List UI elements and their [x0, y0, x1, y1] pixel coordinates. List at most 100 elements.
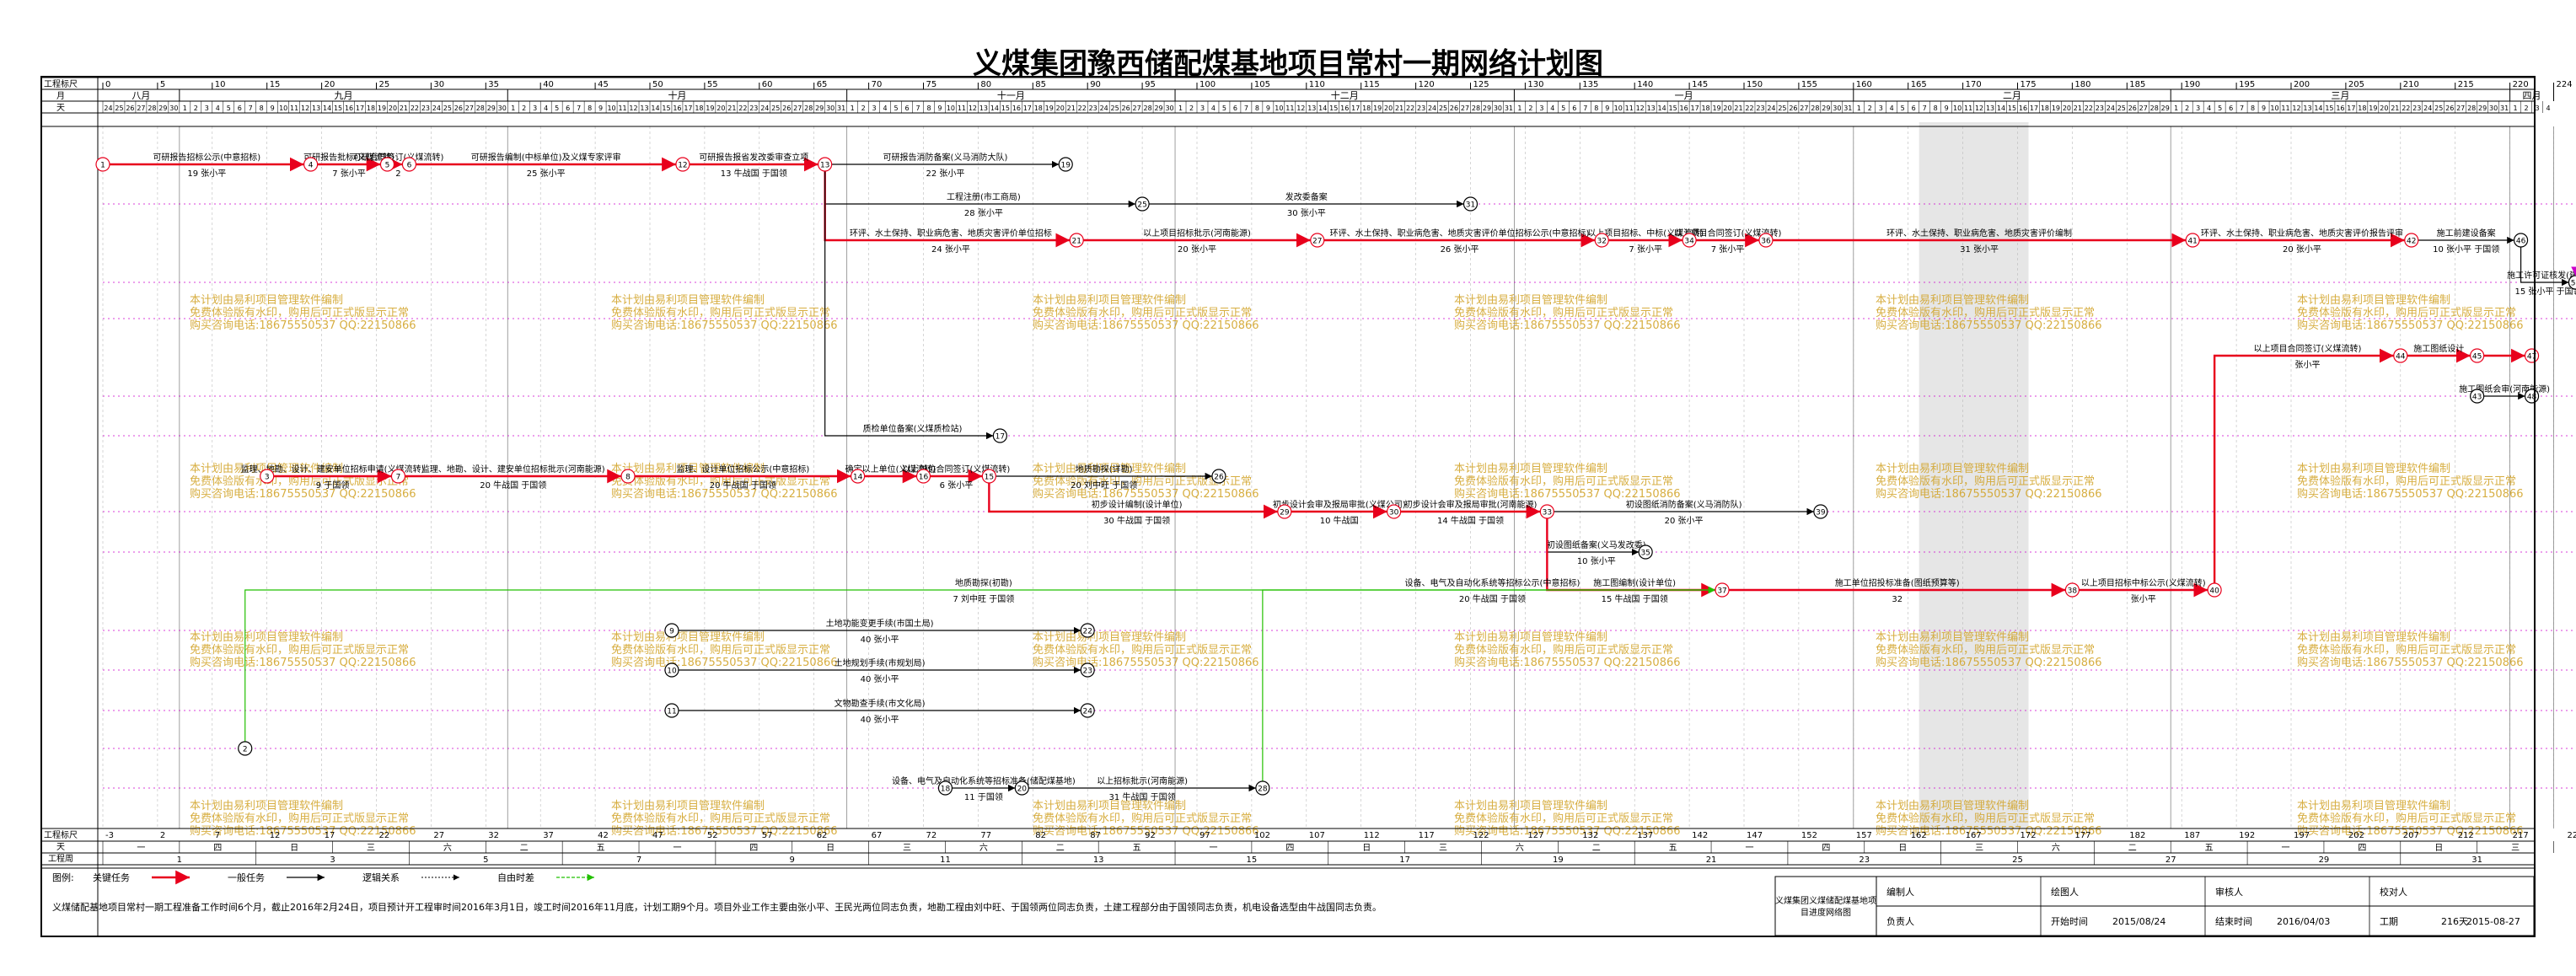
watermark-text: 购买咨询电话:18675550537 QQ:22150866	[1876, 319, 2102, 332]
day-number: 6	[904, 105, 909, 112]
event-node-number: 44	[2396, 353, 2406, 362]
day-number: 19	[706, 105, 714, 112]
footer-scale-tick: 177	[2074, 831, 2090, 840]
activity-duration: 40 张小平	[861, 635, 899, 645]
event-node	[1758, 233, 1774, 248]
day-number: 1	[2514, 105, 2518, 112]
watermark-text: 购买咨询电话:18675550537 QQ:22150866	[611, 487, 838, 501]
event-node-number: 33	[1543, 509, 1552, 517]
event-node	[1638, 544, 1653, 560]
day-number: 12	[1636, 105, 1645, 112]
day-number: 14	[1997, 105, 2005, 112]
event-node	[1310, 233, 1325, 248]
footer-scale-tick: 27	[433, 831, 444, 840]
legend-label-logic: 逻辑关系	[362, 871, 400, 883]
day-number: 27	[2139, 105, 2148, 112]
month-label: 月	[56, 91, 65, 101]
watermark-text: 购买咨询电话:18675550537 QQ:22150866	[611, 824, 838, 838]
month-label: 四月	[2523, 90, 2541, 101]
activity-arrow	[1262, 586, 1716, 781]
day-number: 10	[279, 105, 287, 112]
footer-scale-tick: 17	[325, 831, 335, 840]
activity-duration: 19 张小平	[187, 169, 226, 179]
day-number: 14	[651, 105, 659, 112]
day-number: 17	[356, 105, 364, 112]
event-node-number: 41	[2187, 238, 2197, 246]
activity-duration: 20 牛战国 于国领	[710, 480, 776, 491]
week-number: 3	[330, 855, 335, 865]
watermark-text: 购买咨询电话:18675550537 QQ:22150866	[1454, 824, 1681, 838]
day-number: 5	[1901, 105, 1905, 112]
activity-duration: 15 张小平 于国领	[2514, 286, 2576, 297]
day-number: 6	[1912, 105, 1916, 112]
weekday-label: 四	[1285, 844, 1294, 853]
day-number: 17	[1351, 105, 1360, 112]
day-number: 1	[183, 105, 187, 112]
day-number: 3	[1879, 105, 1883, 112]
weekday-label: 二	[1056, 844, 1065, 853]
weekday-label: 四	[749, 844, 758, 853]
watermark-text: 免费体验版有水印，购用后可正式版显示正常	[1033, 643, 1252, 657]
activity-duration: 20 张小平	[1178, 244, 1216, 255]
day-number: 11	[958, 105, 966, 112]
weekday-label: 三	[2511, 844, 2520, 853]
day-number: 29	[487, 105, 496, 112]
activity-label: 以上项目合同签订(义煤流转)	[1674, 228, 1782, 239]
weekday-label: 五	[2205, 844, 2214, 853]
day-number: 9	[1266, 105, 1270, 112]
day-number: 2	[1528, 105, 1532, 112]
day-number: 2	[522, 105, 526, 112]
footer-scale-tick: 132	[1582, 831, 1598, 840]
day-number: 4	[1890, 105, 1894, 112]
watermark-text: 免费体验版有水印，购用后可正式版显示正常	[1876, 475, 2095, 488]
weekday-label: 一	[1209, 844, 1217, 853]
activity-label: 可研报告报省发改委审查立项	[699, 152, 808, 163]
scale-tick-label: 45	[598, 80, 609, 89]
footer-scale-tick: 12	[270, 831, 281, 840]
watermark-text: 免费体验版有水印，购用后可正式版显示正常	[1876, 306, 2095, 319]
day-number: 13	[1986, 105, 1994, 112]
day-number: 19	[2369, 105, 2377, 112]
event-node	[1715, 582, 1730, 598]
watermark-text: 免费体验版有水印，购用后可正式版显示正常	[611, 812, 830, 825]
day-number: 1	[1517, 105, 1521, 112]
watermark-text: 免费体验版有水印，购用后可正式版显示正常	[190, 643, 409, 657]
day-number: 30	[1494, 105, 1502, 112]
activity-label: 设备、电气及自动化系统等招标准备(储配煤基地)	[892, 775, 1076, 786]
weekday-label: 一	[673, 844, 681, 853]
weekday-label: 六	[2052, 843, 2060, 853]
scale-tick-label: 224	[2557, 80, 2573, 89]
activity-arrow	[244, 586, 1716, 742]
footer-scale-tick: -3	[105, 831, 114, 840]
activity-label: 环评、水土保持、职业病危害、地质灾害评价单位招标	[850, 228, 1052, 239]
event-node-number: 28	[1258, 786, 1268, 794]
event-node	[1211, 469, 1226, 484]
event-node	[915, 469, 931, 484]
activity-label: 可研报告编制(中标单位)及义煤专家评审	[471, 152, 621, 163]
watermark-text: 本计划由易利项目管理软件编制	[611, 294, 765, 307]
day-number: 8	[1255, 105, 1259, 112]
watermark-text: 免费体验版有水印，购用后可正式版显示正常	[1454, 812, 1673, 825]
day-number: 27	[1461, 105, 1469, 112]
day-number: 23	[421, 105, 430, 112]
day-number: 23	[749, 105, 758, 112]
week-number: 25	[2012, 855, 2023, 865]
activity-duration: 10 张小平	[1577, 556, 1616, 566]
day-number: 3	[1539, 105, 1543, 112]
day-number: 1	[511, 105, 515, 112]
footer-scale-tick: 52	[707, 831, 718, 840]
scale-tick-label: 10	[215, 80, 226, 89]
day-number: 1	[1178, 105, 1183, 112]
day-number: 13	[640, 105, 648, 112]
watermark-text: 免费体验版有水印，购用后可正式版显示正常	[611, 643, 830, 657]
watermark-text: 本计划由易利项目管理软件编制	[1876, 294, 2029, 307]
watermark-text: 本计划由易利项目管理软件编制	[2297, 294, 2450, 307]
day-number: 15	[2325, 105, 2333, 112]
info-label: 绘图人	[2051, 886, 2079, 898]
day-number: 26	[2445, 105, 2454, 112]
day-number: 22	[2402, 105, 2410, 112]
event-node	[2185, 233, 2200, 248]
day-number: 29	[1154, 105, 1162, 112]
week-number: 19	[1553, 855, 1564, 865]
event-node-number: 12	[678, 162, 687, 170]
